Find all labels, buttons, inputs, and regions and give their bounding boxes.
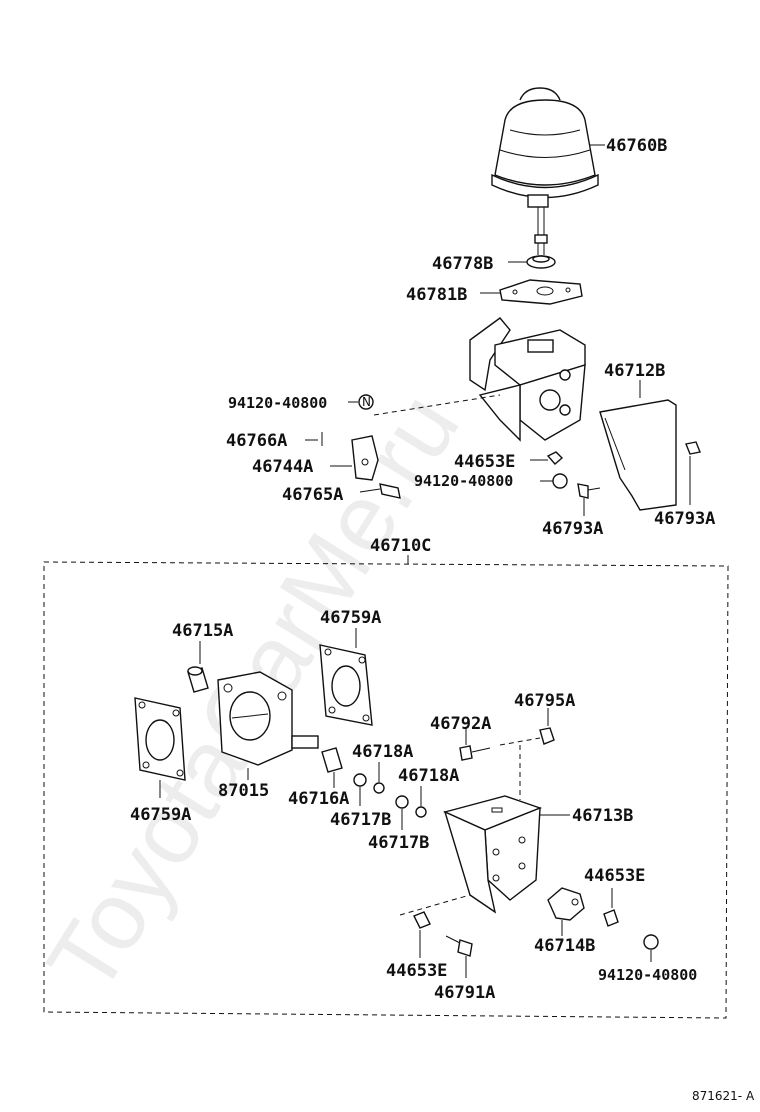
part-46791A-bolt [445, 935, 473, 957]
label-87015: 87015 [218, 781, 269, 801]
part-44653E-nut-bottom [413, 911, 431, 929]
part-46781B-plate [499, 279, 583, 305]
part-94120-nut-middle [552, 473, 568, 489]
group-46710C-box [43, 561, 729, 1019]
label-46778B: 46778B [432, 254, 493, 274]
part-44653E-nut-top [546, 451, 564, 465]
part-46795A-nut [539, 727, 555, 745]
label-46716A: 46716A [288, 789, 349, 809]
part-46712B-cover [599, 399, 677, 511]
label-46781B: 46781B [406, 285, 467, 305]
part-94120-nut-bottom [643, 934, 659, 950]
label-44653E-bottom: 44653E [386, 961, 447, 981]
label-46766A: 46766A [226, 431, 287, 451]
label-46759A-top: 46759A [320, 608, 381, 628]
label-46714B: 46714B [534, 936, 595, 956]
label-44653E-right: 44653E [584, 866, 645, 886]
part-94120-nut-top: N [358, 394, 374, 410]
part-46759A-gasket-left [134, 697, 186, 781]
label-46713B: 46713B [572, 806, 633, 826]
label-44653E-top: 44653E [454, 452, 515, 472]
part-46713B-bracket [442, 795, 543, 914]
part-46717B-washer-2 [395, 795, 409, 809]
part-46714B-lever [547, 887, 585, 921]
label-46792A: 46792A [430, 714, 491, 734]
label-46795A: 46795A [514, 691, 575, 711]
label-94120-40800-middle: 94120-40800 [414, 472, 513, 490]
label-46717B-1: 46717B [330, 810, 391, 830]
nut-symbol: N [362, 395, 371, 409]
label-46718A-1: 46718A [352, 742, 413, 762]
diagram-code: 871621- A [692, 1089, 755, 1103]
label-46793A-right: 46793A [654, 509, 715, 529]
part-46760B-actuator [491, 87, 599, 255]
label-46744A: 46744A [252, 457, 313, 477]
label-46760B: 46760B [606, 136, 667, 156]
label-94120-40800-bottom: 94120-40800 [598, 966, 697, 984]
part-87015-body [217, 671, 319, 766]
part-46716A-sleeve [321, 747, 343, 773]
label-94120-40800-top: 94120-40800 [228, 394, 327, 412]
part-46793A-bolt-left [577, 483, 601, 499]
part-bracket-assembly [469, 317, 586, 442]
label-46710C: 46710C [370, 536, 431, 556]
part-46717B-washer-1 [353, 773, 367, 787]
label-46793A-left: 46793A [542, 519, 603, 539]
part-46778B-grommet [526, 255, 556, 269]
part-46715A-sleeve [187, 666, 209, 693]
part-46793A-bolt-right [685, 441, 701, 455]
label-46718A-2: 46718A [398, 766, 459, 786]
part-46718A-washer-1 [373, 782, 385, 794]
label-46717B-2: 46717B [368, 833, 429, 853]
part-46718A-washer-2 [415, 806, 427, 818]
label-46712B: 46712B [604, 361, 665, 381]
part-44653E-nut-right [603, 909, 619, 927]
label-46791A: 46791A [434, 983, 495, 1003]
part-46759A-gasket-top [319, 644, 373, 726]
label-46765A: 46765A [282, 485, 343, 505]
label-46715A: 46715A [172, 621, 233, 641]
part-46744A-lever [351, 435, 379, 481]
part-46765A-bolt [359, 483, 401, 499]
label-46759A-left: 46759A [130, 805, 191, 825]
part-46792A-bolt [459, 745, 491, 761]
